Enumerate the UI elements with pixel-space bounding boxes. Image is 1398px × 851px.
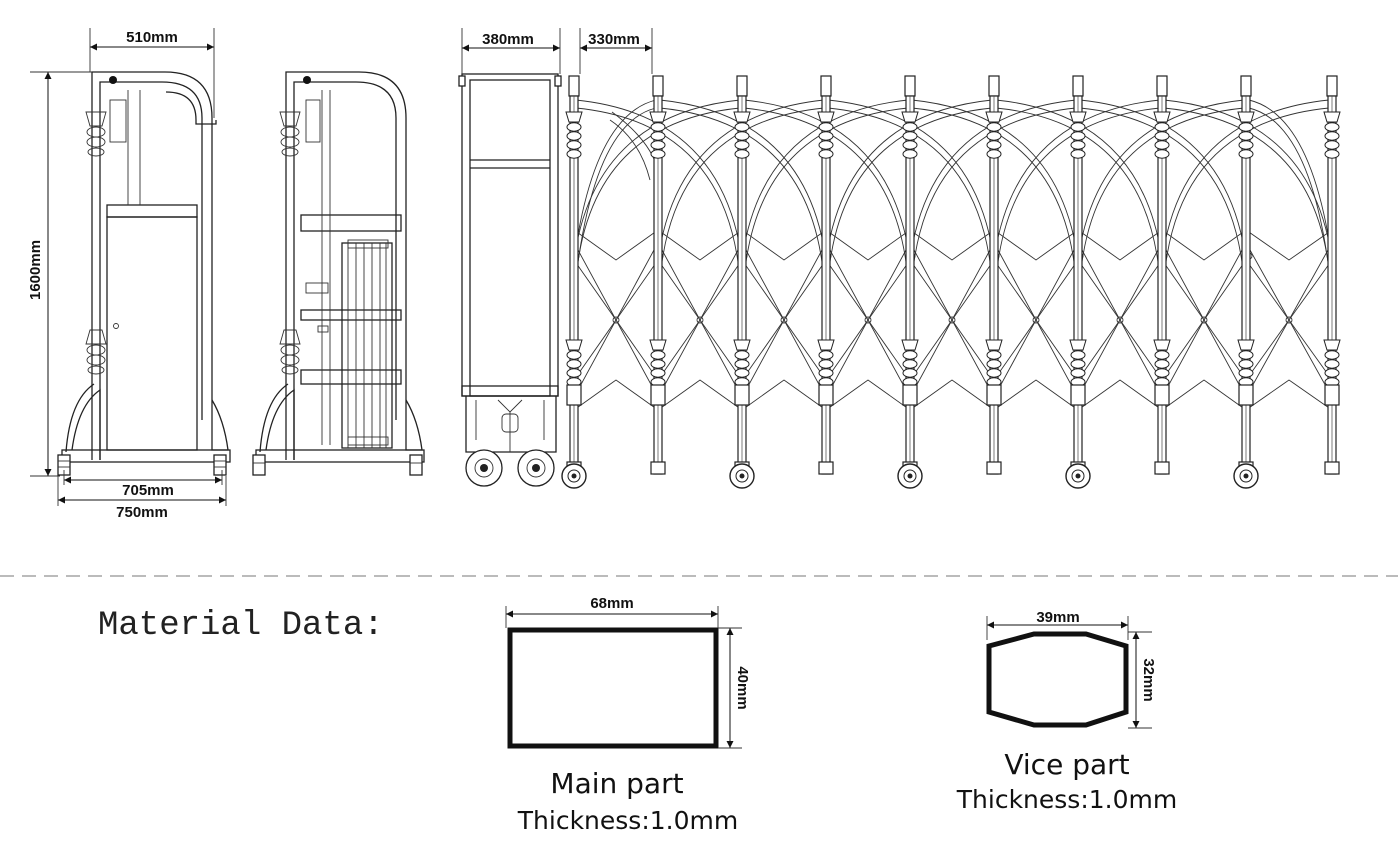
vice-part-width: 39mm: [1036, 609, 1079, 626]
vice-part-profile: [986, 616, 1152, 729]
gate-post: [897, 75, 923, 489]
vice-part-thickness: Thickness:1.0mm: [956, 785, 1177, 814]
vice-part-height: 32mm: [1140, 658, 1157, 701]
main-part-width: 68mm: [590, 595, 633, 612]
gate-post: [1323, 75, 1341, 475]
gate-post: [649, 75, 667, 475]
gate-post: [729, 75, 755, 489]
pivot-bolt: [109, 76, 117, 84]
vice-part-name: Vice part: [1004, 748, 1129, 781]
dim-section-pitch: 330mm: [588, 31, 640, 48]
side-view: [458, 73, 562, 487]
dim-side-width: 380mm: [482, 31, 534, 48]
dim-height: 1600mm: [27, 240, 44, 300]
gate-post: [985, 75, 1003, 475]
main-part-thickness: Thickness:1.0mm: [517, 806, 738, 835]
dim-front-width: 510mm: [126, 29, 178, 46]
folding-gate: [561, 75, 1341, 489]
gate-post: [1233, 75, 1259, 489]
material-heading: Material Data:: [98, 607, 384, 645]
dimension-lines: [30, 28, 653, 506]
main-part-profile: [505, 606, 742, 749]
gate-post: [561, 75, 587, 489]
main-part-name: Main part: [550, 767, 683, 800]
gate-post: [1065, 75, 1091, 489]
front-view-1: [57, 71, 231, 476]
gate-post: [1153, 75, 1171, 475]
dim-base-outer: 750mm: [116, 504, 168, 521]
main-part-height: 40mm: [734, 666, 751, 709]
dim-base-inner: 705mm: [122, 482, 174, 499]
gate-post: [817, 75, 835, 475]
front-view-2: [252, 71, 425, 476]
